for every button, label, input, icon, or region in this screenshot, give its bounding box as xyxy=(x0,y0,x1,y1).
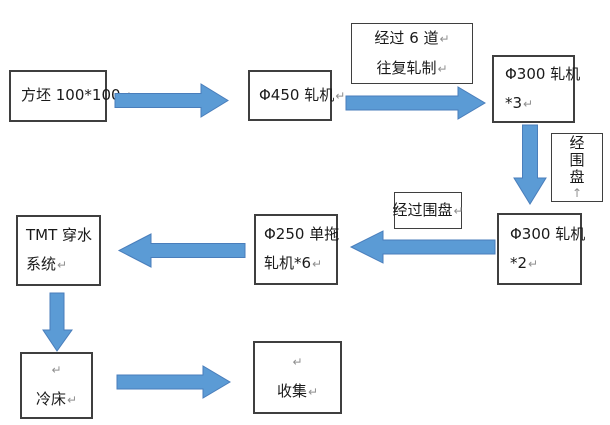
paragraph-mark: ↵ xyxy=(335,88,346,103)
note-six-passes-line1: 经过 6 道↵ xyxy=(374,24,449,54)
node-mill-450: Φ450 轧机↵ xyxy=(248,70,345,121)
node-collection: ↵ 收集↵ xyxy=(253,341,342,414)
note-six-passes-label2: 往复轧制 xyxy=(376,58,437,77)
arrow-tmt-down xyxy=(42,292,73,352)
node-mill-450-label: Φ450 轧机 xyxy=(259,85,335,104)
paragraph-mark: ↵ xyxy=(66,393,78,407)
node-cooling-bed: ↵ 冷床↵ xyxy=(20,352,93,419)
note-via-loop-vertical-char3: 盘 xyxy=(569,168,585,186)
node-tmt-line2: 系统↵ xyxy=(26,250,90,280)
paragraph-mark: ↵ xyxy=(307,385,319,399)
node-mill-250: Φ250 单拖 轧机*6↵ xyxy=(254,214,340,285)
node-cooling-bed-label: 冷床 xyxy=(35,390,66,408)
node-tmt-label2: 系统 xyxy=(26,255,57,273)
node-billet-line: 方坯 100*100↵ xyxy=(21,81,132,111)
node-mill-300-x3-label2: *3 xyxy=(505,93,523,112)
paragraph-mark: ↵ xyxy=(453,203,464,218)
node-mill-300-x3: Φ300 轧机 *3↵ xyxy=(492,55,580,123)
note-via-loop-vertical: 经 围 盘 ↑ xyxy=(551,133,603,202)
node-mill-250-label2: 轧机*6 xyxy=(264,254,312,272)
note-via-loop-vertical-char1: 经 xyxy=(569,134,585,152)
paragraph-mark: ↵ xyxy=(57,258,68,272)
arrow-mill450-to-mill300x3 xyxy=(345,86,486,120)
note-six-passes-label1: 经过 6 道 xyxy=(374,28,439,47)
node-tmt-quenching: TMT 穿水 系统↵ xyxy=(16,215,101,286)
note-via-loop-line: 经过围盘↵ xyxy=(392,196,463,226)
paragraph-mark-vertical: ↑ xyxy=(571,186,583,200)
node-tmt-label1: TMT 穿水 xyxy=(26,226,93,244)
node-mill-300-x3-line1: Φ300 轧机 xyxy=(505,60,580,89)
note-via-loop-vertical-char2: 围 xyxy=(569,151,585,169)
empty-paragraph-mark: ↵ xyxy=(51,363,62,377)
node-tmt-line1: TMT 穿水 xyxy=(26,221,93,250)
node-mill-250-line1: Φ250 单拖 xyxy=(264,220,340,249)
paragraph-mark: ↵ xyxy=(528,256,539,271)
paragraph-mark: ↵ xyxy=(437,61,448,76)
note-six-passes: 经过 6 道↵ 往复轧制↵ xyxy=(351,23,473,84)
note-via-loop-label: 经过围盘 xyxy=(392,200,453,219)
node-mill-300-x2-label2: *2 xyxy=(510,253,528,272)
empty-paragraph-mark: ↵ xyxy=(292,355,303,369)
node-billet: 方坯 100*100↵ xyxy=(9,70,132,122)
arrow-mill300x3-down xyxy=(513,124,547,205)
node-mill-300-x2: Φ300 轧机 *2↵ xyxy=(497,213,585,285)
arrow-mill300x2-to-mill250 xyxy=(349,230,496,264)
arrow-billet-to-mill450 xyxy=(114,83,229,118)
arrow-coolingbed-to-collection xyxy=(116,365,231,399)
node-collection-line: 收集↵ xyxy=(277,377,318,407)
arrow-mill250-to-tmt xyxy=(117,233,246,268)
node-mill-300-x3-label1: Φ300 轧机 xyxy=(505,64,581,83)
node-cooling-bed-line: 冷床↵ xyxy=(36,385,77,415)
note-six-passes-line2: 往复轧制↵ xyxy=(376,54,447,84)
node-mill-300-x3-line2: *3↵ xyxy=(505,89,573,119)
node-collection-label: 收集 xyxy=(276,382,307,400)
node-mill-450-line: Φ450 轧机↵ xyxy=(259,81,345,111)
paragraph-mark: ↵ xyxy=(523,96,534,111)
paragraph-mark: ↵ xyxy=(439,31,450,46)
node-mill-250-line2: 轧机*6↵ xyxy=(264,249,336,279)
node-mill-300-x2-label1: Φ300 轧机 xyxy=(510,224,586,243)
node-mill-300-x2-line1: Φ300 轧机 xyxy=(510,220,585,249)
paragraph-mark: ↵ xyxy=(312,257,323,271)
node-mill-300-x2-line2: *2↵ xyxy=(510,249,580,279)
note-via-loop: 经过围盘↵ xyxy=(392,192,464,229)
node-mill-250-label1: Φ250 单拖 xyxy=(264,225,340,243)
node-billet-label: 方坯 100*100 xyxy=(21,86,121,104)
